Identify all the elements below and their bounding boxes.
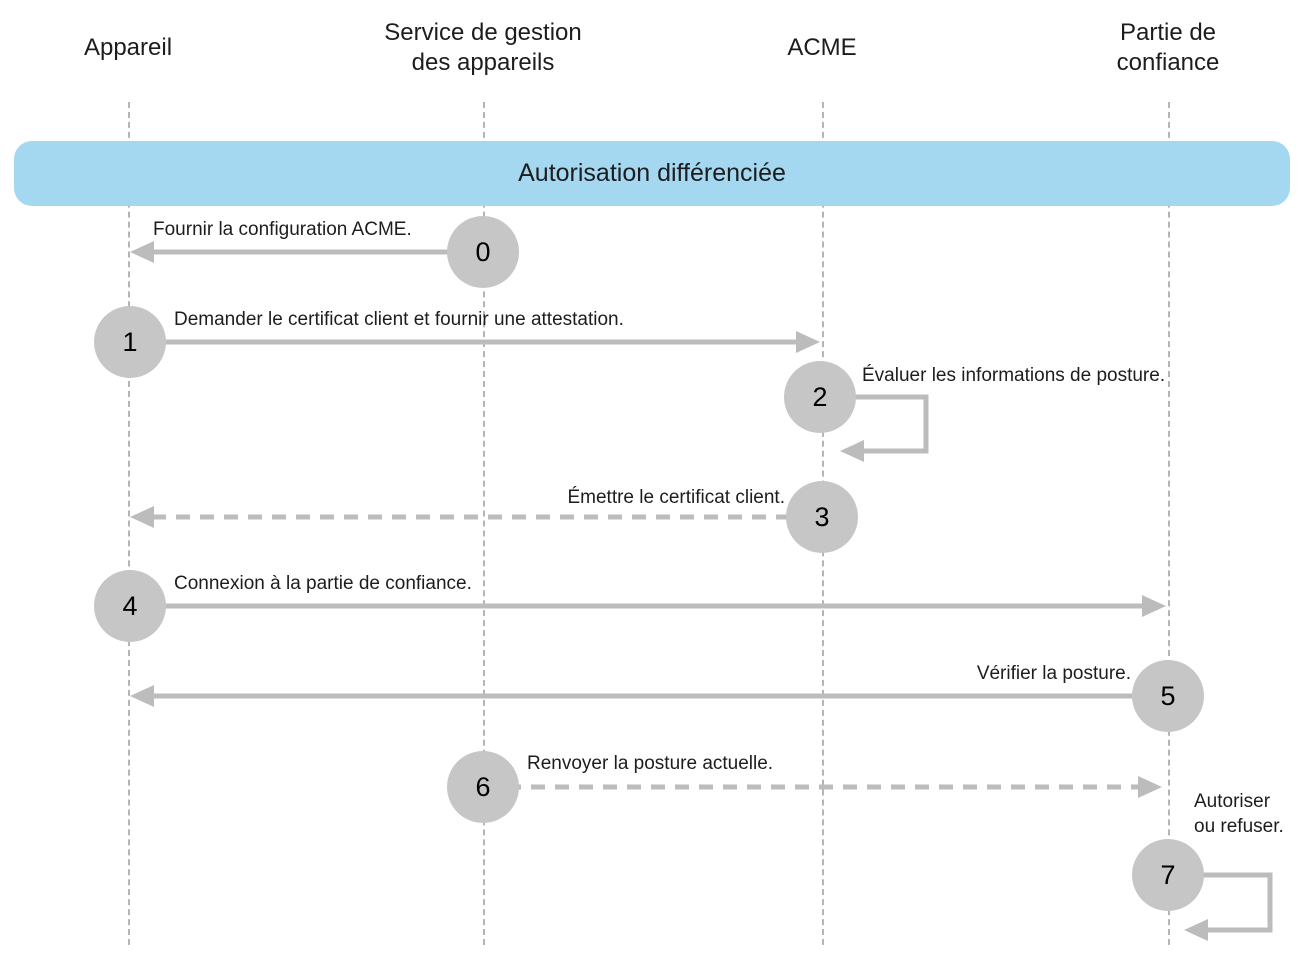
step-circle-5: 5 [1132,660,1204,732]
arrow-step-4-right-icon [130,595,1166,617]
lifeline-service-gestion-appareils [483,102,485,945]
message-step-7: Autoriser ou refuser. [1194,791,1284,837]
step-circle-3: 3 [786,481,858,553]
message-step-2: Évaluer les informations de posture. [862,365,1166,386]
step-circle-4: 4 [94,570,166,642]
phase-banner-title: Autorisation différenciée [518,159,786,187]
step-circle-2: 2 [784,361,856,433]
step-circle-1: 1 [94,306,166,378]
step-circle-7: 7 [1132,839,1204,911]
message-step-4: Connexion à la partie de confiance. [174,573,472,594]
lifeline-appareil [128,102,130,945]
arrow-step-0-left-icon [130,241,483,263]
phase-banner: Autorisation différenciée [14,141,1290,206]
message-step-3: Émettre le certificat client. [567,487,785,508]
arrow-step-1-right-icon [130,331,820,353]
actor-acme: ACME [787,34,857,61]
message-step-5: Vérifier la posture. [976,663,1131,684]
message-step-1: Demander le certificat client et fournir… [174,309,624,330]
actor-partie-de-confiance: Partie de confiance [1116,19,1220,76]
step-circle-0: 0 [447,216,519,288]
message-step-6: Renvoyer la posture actuelle. [527,753,774,774]
arrow-step-6-dashed-right-icon [483,776,1162,798]
actor-service-gestion-appareils: Service de gestion des appareils [384,19,582,76]
step-circle-6: 6 [447,751,519,823]
arrow-step-2-self-loop-icon [840,394,929,462]
actor-appareil: Appareil [83,34,173,61]
arrow-step-5-left-icon [130,685,1168,707]
arrow-step-7-self-loop-icon [1184,872,1273,941]
message-step-0: Fournir la configuration ACME. [153,219,412,240]
arrow-step-3-dashed-left-icon [130,506,790,528]
lifeline-partie-de-confiance [1168,102,1170,945]
